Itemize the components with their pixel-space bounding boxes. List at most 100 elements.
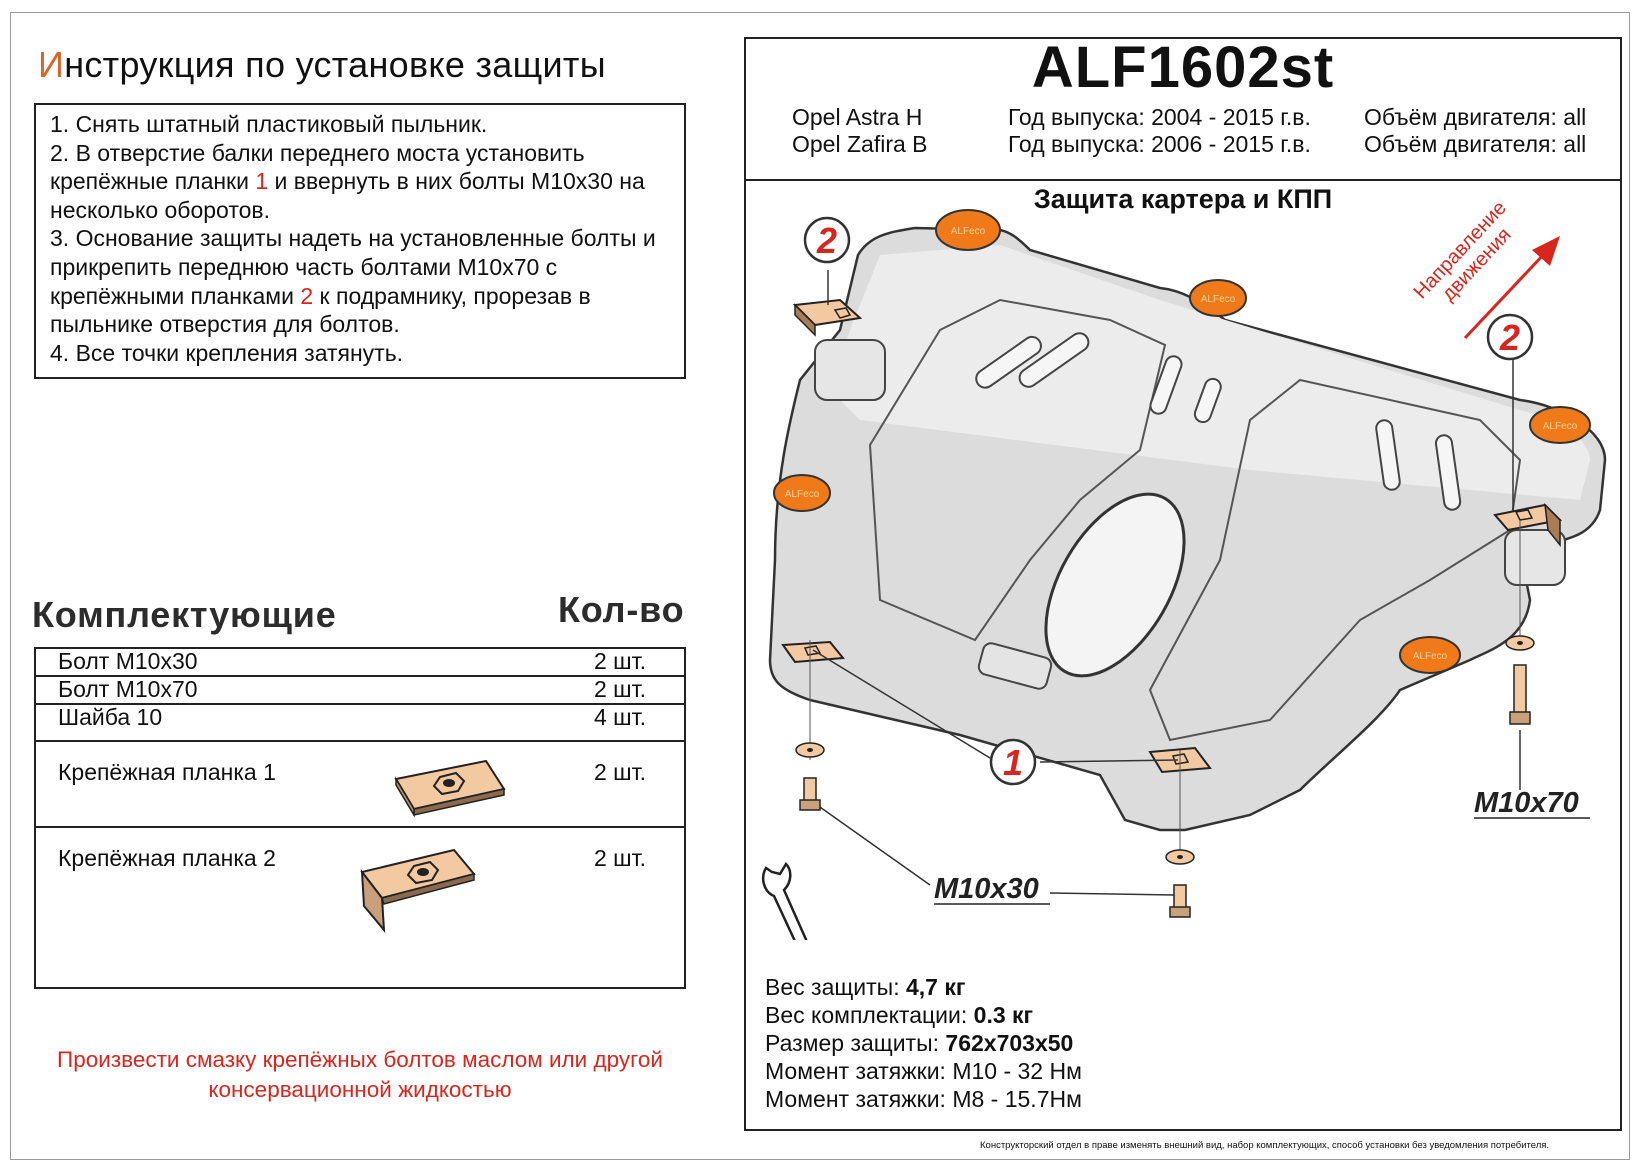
washer-icon xyxy=(795,742,825,758)
step-2-text-b: и ввернуть в них болты М10х30 на несколь… xyxy=(50,168,645,223)
bracket-1-image xyxy=(394,759,506,818)
vent-slot xyxy=(975,335,1042,389)
vent-slot xyxy=(1434,434,1462,511)
svg-text:ALFeco: ALFeco xyxy=(1413,651,1448,662)
table-divider xyxy=(36,826,684,828)
parts-title: Комплектующие xyxy=(32,594,337,635)
vent-slot xyxy=(1018,332,1090,388)
bolt-m10x70-icon xyxy=(1509,664,1531,725)
vent-slot xyxy=(1193,377,1222,424)
washer-icon xyxy=(1165,849,1195,865)
table-divider xyxy=(36,675,684,677)
svg-text:ALFeco: ALFeco xyxy=(1543,421,1578,432)
diagram-box xyxy=(744,181,1622,1131)
instruction-step-2: 2. В отверстие балки переднего моста уст… xyxy=(50,139,684,225)
step-2-text-a: 2. В отверстие балки переднего моста уст… xyxy=(50,139,585,195)
mount-pocket xyxy=(814,339,886,401)
label-2-top-left: 2 xyxy=(803,216,851,264)
car-model: Opel Astra H xyxy=(792,104,923,130)
skid-plate-rib xyxy=(1148,378,1522,742)
spec-kit-weight: Вес комплектации: 0.3 кг xyxy=(765,1002,1033,1029)
car-engine: Объём двигателя: all xyxy=(1364,104,1587,130)
model-header-box xyxy=(744,37,1622,181)
step-2-bracket-number: 1 xyxy=(255,168,269,195)
spec-torque-m10: Момент затяжки: М10 - 32 Нм xyxy=(765,1058,1082,1084)
car-model: Opel Zafira B xyxy=(792,131,928,157)
table-divider xyxy=(36,703,684,705)
instruction-step-1: 1. Снять штатный пластиковый пыльник. xyxy=(50,111,488,137)
svg-text:1: 1 xyxy=(1003,742,1023,783)
step-3-bracket-number: 2 xyxy=(300,282,314,309)
quantity-title: Кол-во xyxy=(558,589,685,630)
spec-kit-label: Вес комплектации: xyxy=(765,1002,974,1028)
skid-plate-diagram: ALFeco ALFeco ALFeco ALFeco ALFeco xyxy=(762,200,1607,940)
part-name: Крепёжная планка 2 xyxy=(58,845,276,871)
logo-pad: ALFeco xyxy=(935,209,1001,251)
spec-size-value: 762х703х50 xyxy=(945,1030,1074,1056)
svg-text:2: 2 xyxy=(816,220,837,261)
label-1: 1 xyxy=(989,738,1037,786)
model-code: ALF1602st xyxy=(1031,35,1335,100)
instructions-text: 1. Снять штатный пластиковый пыльник. 2.… xyxy=(50,110,684,367)
skid-plate-rib xyxy=(868,298,1167,642)
svg-text:2: 2 xyxy=(1499,317,1520,358)
skid-plate-oval-opening xyxy=(1044,492,1186,678)
part-qty: 2 шт. xyxy=(594,759,647,785)
spec-torque-m8: Момент затяжки: М8 - 15.7Нм xyxy=(765,1086,1082,1112)
diagram-title: Защита картера и КПП xyxy=(1033,184,1333,214)
instruction-step-4: 4. Все точки крепления затянуть. xyxy=(50,339,404,366)
step-3-text-a: 3. Основание защиты надеть на установлен… xyxy=(50,225,656,309)
leader-line xyxy=(812,649,991,759)
spec-weight: Вес защиты: 4,7 кг xyxy=(765,974,965,1001)
bolt-m10x70-label: M10x70 xyxy=(1474,787,1579,819)
part-name: Крепёжная планка 1 xyxy=(58,759,276,785)
car-years: Год выпуска: 2006 - 2015 г.в. xyxy=(1008,131,1311,157)
table-divider xyxy=(36,740,684,742)
svg-text:ALFeco: ALFeco xyxy=(1201,294,1236,305)
part-qty: 2 шт. xyxy=(594,845,647,871)
car-engine: Объём двигателя: all xyxy=(1364,131,1587,157)
bracket-2-top-left xyxy=(792,298,863,337)
spec-size: Размер защиты: 762х703х50 xyxy=(765,1030,1073,1057)
step-3-text-b: к подрамнику, прорезав в пыльнике отверс… xyxy=(50,282,591,338)
skid-plate-upper-panel xyxy=(830,245,1590,500)
spec-weight-value: 4,7 кг xyxy=(905,974,966,1000)
spec-weight-label: Вес защиты: xyxy=(765,974,906,1000)
logo-pad: ALFeco xyxy=(1529,406,1591,444)
part-qty: 4 шт. xyxy=(594,704,647,730)
part-name: Шайба 10 xyxy=(58,704,163,730)
part-name: Болт М10х30 xyxy=(58,648,198,674)
part-qty: 2 шт. xyxy=(594,648,647,674)
wrench-icon xyxy=(762,861,808,940)
instructions-title: Инструкция по установке защиты xyxy=(38,44,606,86)
car-years: Год выпуска: 2004 - 2015 г.в. xyxy=(1008,104,1311,130)
bracket-2-image xyxy=(360,848,476,933)
instructions-title-rest: нструкция по установке защиты xyxy=(64,44,606,85)
bolt-m10x30-icon xyxy=(1169,884,1191,918)
part-qty: 2 шт. xyxy=(594,676,647,702)
logo-pad: ALFeco xyxy=(1189,279,1247,317)
parts-table: Болт М10х30 2 шт. Болт М10х70 2 шт. Шайб… xyxy=(34,647,686,989)
spec-size-label: Размер защиты: xyxy=(765,1030,946,1056)
leader-line xyxy=(1039,759,1179,763)
bracket-2-right xyxy=(1493,502,1563,548)
footer-disclaimer: Конструкторский отдел в праве изменять в… xyxy=(980,1140,1550,1151)
svg-text:ALFeco: ALFeco xyxy=(785,489,820,500)
instructions-title-initial: И xyxy=(38,44,65,85)
leader-line xyxy=(809,799,931,886)
direction-arrow xyxy=(1463,236,1560,340)
page-frame xyxy=(10,12,1630,1160)
leader-line xyxy=(1049,892,1176,896)
washer-icon xyxy=(1505,635,1535,651)
logo-pad: ALFeco xyxy=(1399,636,1461,674)
label-2-right: 2 xyxy=(1486,313,1534,361)
bolt-m10x30-icon xyxy=(799,777,821,811)
instructions-box xyxy=(34,103,686,379)
instruction-step-3: 3. Основание защиты надеть на установлен… xyxy=(50,224,684,338)
vent-slot xyxy=(1375,419,1401,491)
vent-slot xyxy=(977,642,1053,690)
bolt-m10x30-label: M10x30 xyxy=(934,873,1039,905)
spec-kit-value: 0.3 кг xyxy=(973,1002,1034,1028)
logo-pad: ALFeco xyxy=(773,474,831,512)
svg-text:ALFeco: ALFeco xyxy=(951,226,986,237)
